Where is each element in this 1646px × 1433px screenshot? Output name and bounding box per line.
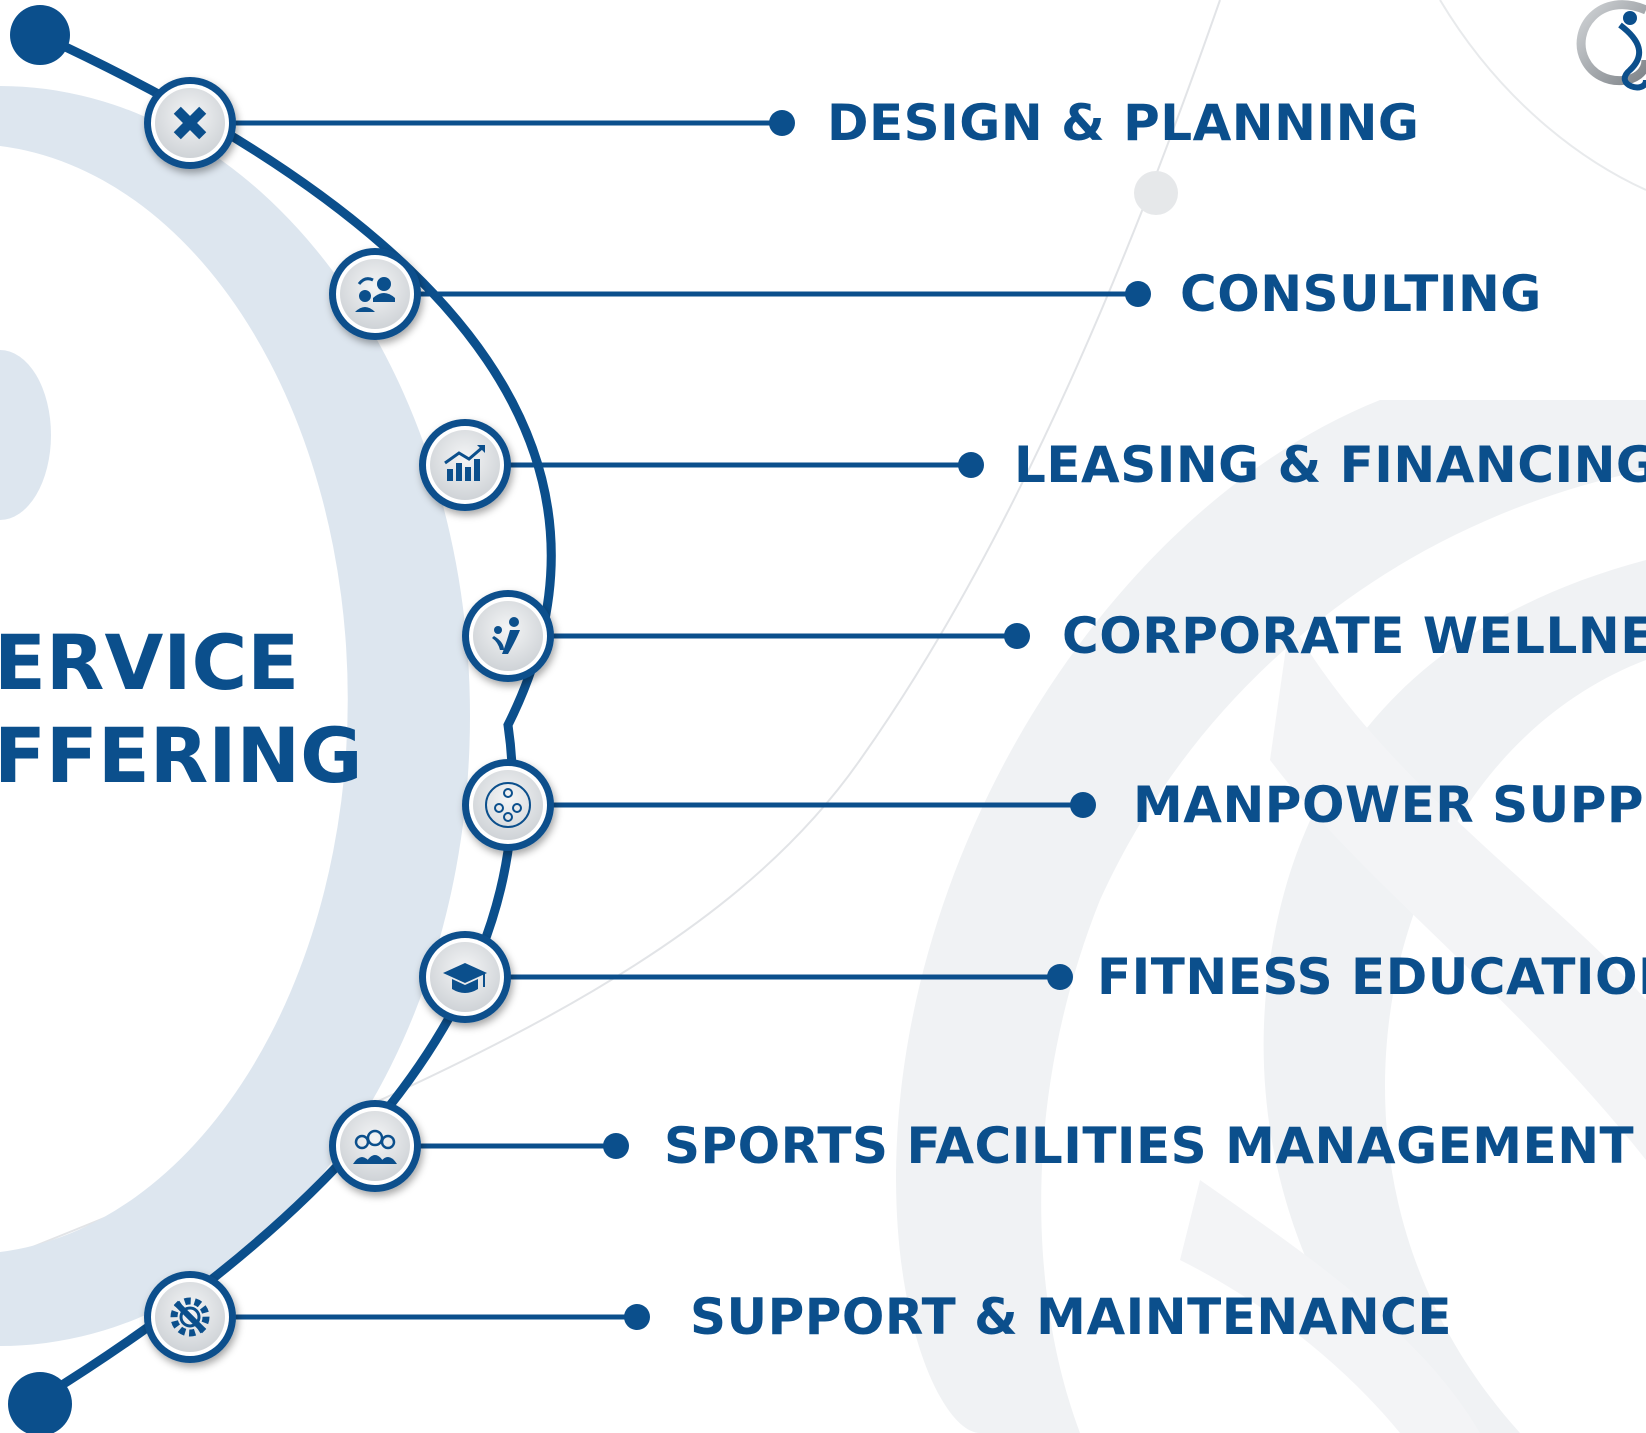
team-network-icon xyxy=(485,782,531,828)
service-label: LEASING & FINANCING xyxy=(1014,436,1646,494)
logo-icon xyxy=(1576,0,1646,91)
service-node xyxy=(462,590,554,682)
service-node xyxy=(144,1271,236,1363)
connector-end-dot xyxy=(958,452,984,478)
connector-lines xyxy=(190,110,1151,1330)
graduation-cap-icon xyxy=(443,963,487,993)
service-node xyxy=(329,1100,421,1192)
connector-end-dot xyxy=(769,110,795,136)
service-node xyxy=(419,931,511,1023)
service-label: FITNESS EDUCATION xyxy=(1097,948,1646,1006)
service-node xyxy=(462,759,554,851)
timeline-arc xyxy=(27,30,556,1409)
management-group-icon xyxy=(353,1129,397,1164)
service-nodes xyxy=(144,77,554,1363)
arc-end-dot xyxy=(8,1372,72,1433)
service-label: SUPPORT & MAINTENANCE xyxy=(690,1288,1453,1346)
consulting-people-icon xyxy=(355,277,395,312)
service-node xyxy=(144,77,236,169)
growth-chart-icon xyxy=(444,445,485,481)
service-label: CONSULTING xyxy=(1180,265,1542,323)
service-node xyxy=(419,419,511,511)
connector-end-dot xyxy=(624,1304,650,1330)
pencil-ruler-icon xyxy=(173,106,207,140)
wrench-gear-icon xyxy=(170,1297,210,1337)
service-label: MANPOWER SUPPLY xyxy=(1133,776,1646,834)
background-arc xyxy=(0,86,470,1346)
connector-end-dot xyxy=(1004,623,1030,649)
service-node xyxy=(329,248,421,340)
arc-start-dot xyxy=(10,5,70,65)
service-label: SPORTS FACILITIES MANAGEMENT xyxy=(664,1117,1635,1175)
connector-end-dot xyxy=(1070,792,1096,818)
service-label: DESIGN & PLANNING xyxy=(827,94,1420,152)
title-line-2: FFERING xyxy=(0,711,363,800)
connector-end-dot xyxy=(603,1133,629,1159)
connector-end-dot xyxy=(1047,964,1073,990)
connector-end-dot xyxy=(1125,281,1151,307)
service-label: CORPORATE WELLNESS xyxy=(1062,607,1646,665)
wellness-figures-icon xyxy=(492,617,520,654)
title-line-1: ERVICE xyxy=(0,618,300,707)
